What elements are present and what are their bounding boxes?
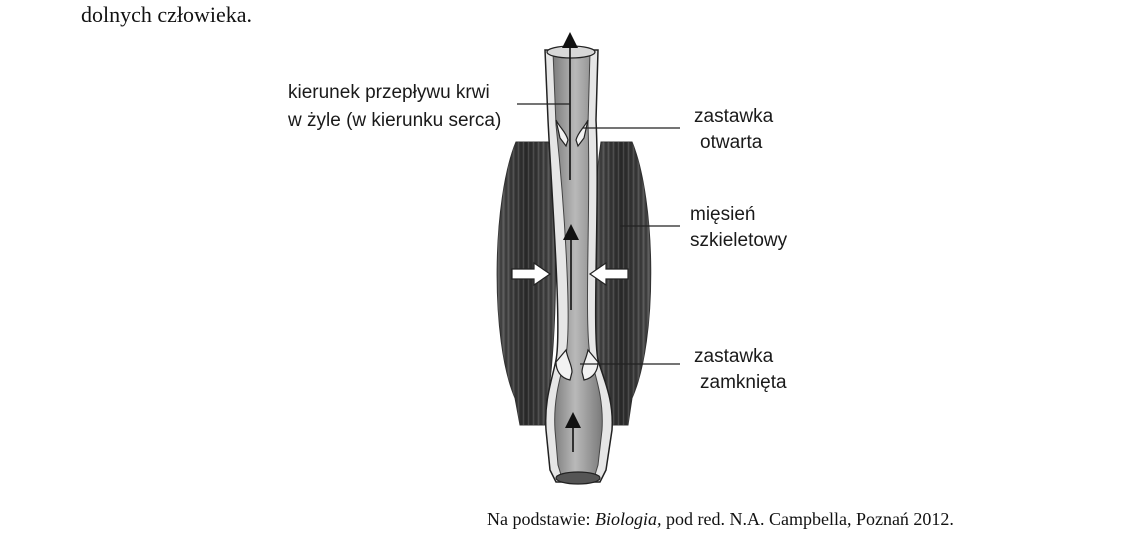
intro-text: dolnych człowieka. <box>81 2 253 27</box>
right-muscle <box>592 141 652 426</box>
label-valve-closed-line1: zastawka <box>694 346 774 367</box>
label-muscle-line1: mięsień <box>690 204 755 225</box>
caption-title: Biologia, <box>594 509 662 529</box>
caption-prefix: Na podstawie: <box>487 509 595 529</box>
source-caption: Na podstawie: Biologia, pod red. N.A. Ca… <box>487 508 954 530</box>
label-valve-closed-line2: zamknięta <box>700 372 787 393</box>
label-flow-direction-line2: w żyle (w kierunku serca) <box>287 110 501 131</box>
open-valve <box>555 119 589 148</box>
label-muscle-line2: szkieletowy <box>690 230 788 251</box>
label-valve-open-line1: zastawka <box>694 106 774 127</box>
label-flow-direction-line1: kierunek przepływu krwi <box>288 82 490 103</box>
closed-valve <box>555 348 599 381</box>
left-pressure-arrow-icon <box>511 261 552 287</box>
label-valve-open-line2: otwarta <box>700 132 763 153</box>
right-pressure-arrow-icon <box>588 261 629 287</box>
left-muscle <box>496 141 556 426</box>
caption-suffix: pod red. N.A. Campbella, Poznań 2012. <box>661 509 954 529</box>
